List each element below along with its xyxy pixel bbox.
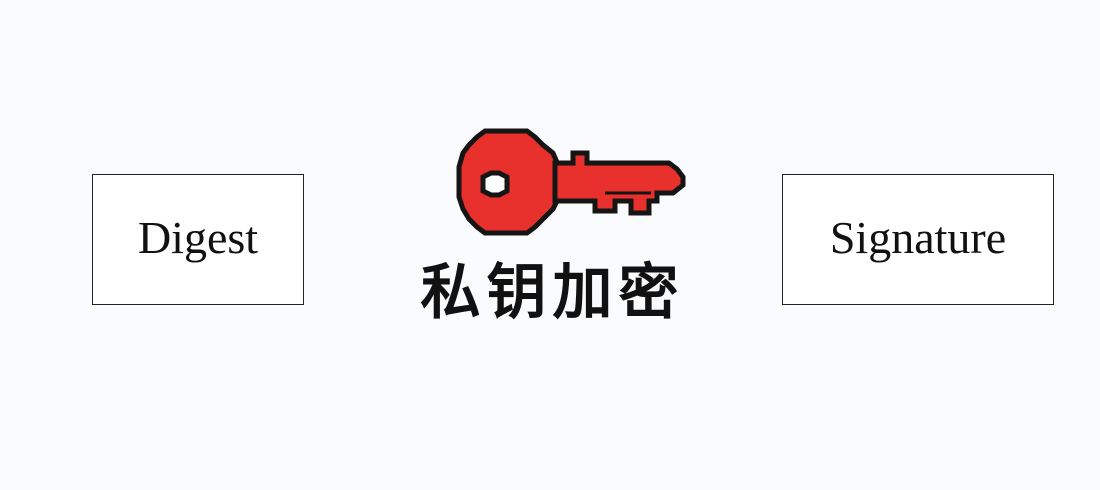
key-hole (480, 170, 510, 198)
caption-private-key-encryption: 私钥加密 (420, 258, 685, 328)
signature-label: Signature (829, 212, 1007, 263)
digest-box: Digest (92, 174, 304, 305)
key-icon (456, 128, 686, 236)
signature-box: Signature (782, 174, 1054, 305)
key-shaft (552, 150, 686, 216)
digest-label: Digest (137, 212, 259, 263)
